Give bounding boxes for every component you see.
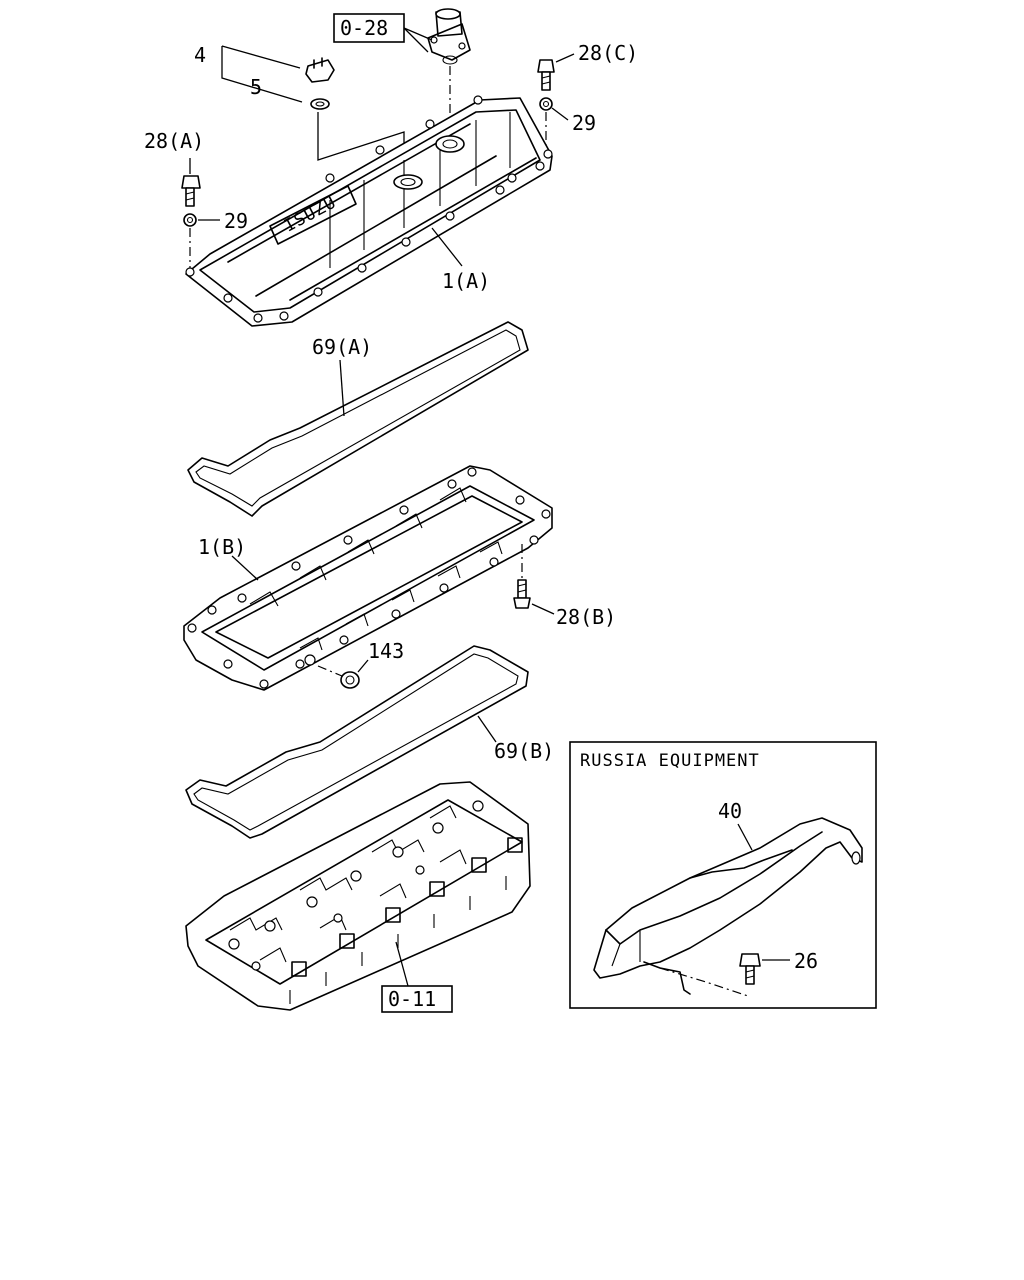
callout-69a: 69(A) <box>312 335 372 359</box>
callout-1a: 1(A) <box>442 269 490 293</box>
callout-5: 5 <box>250 75 262 99</box>
bolt-28a <box>181 175 201 207</box>
ref-box-0-28[interactable]: 0-28 <box>333 13 405 43</box>
callout-29-right: 29 <box>572 111 596 135</box>
ref-box-0-11[interactable]: 0-11 <box>381 985 453 1013</box>
washer-29-right <box>539 97 553 111</box>
inset-russia-equipment: RUSSIA EQUIPMENT 40 26 <box>569 741 877 1009</box>
gasket-69b <box>185 645 529 839</box>
callout-4: 4 <box>194 43 206 67</box>
callout-143: 143 <box>368 639 404 663</box>
callout-69b: 69(B) <box>494 739 554 763</box>
callout-29-left: 29 <box>224 209 248 233</box>
ref-0-28-label: 0-28 <box>340 16 388 40</box>
callout-26: 26 <box>794 949 818 973</box>
callout-40: 40 <box>718 799 742 823</box>
ref-0-11-label: 0-11 <box>388 987 436 1011</box>
callout-28b: 28(B) <box>556 605 616 629</box>
head-cover-upper <box>185 95 553 327</box>
gasket-69a <box>187 321 529 517</box>
heat-shield-40 <box>593 817 863 995</box>
inset-title: RUSSIA EQUIPMENT <box>580 751 760 771</box>
callout-28c: 28(C) <box>578 41 638 65</box>
bolt-26 <box>739 953 761 985</box>
cylinder-head <box>185 781 531 1011</box>
callout-1b: 1(B) <box>198 535 246 559</box>
bolt-28c <box>537 59 555 91</box>
oil-cap <box>305 57 335 83</box>
head-cover-lower <box>183 465 553 691</box>
seal-143 <box>340 671 360 689</box>
bolt-28b <box>513 579 531 609</box>
oil-cap-seal <box>310 98 330 110</box>
callout-28a: 28(A) <box>144 129 204 153</box>
breather-housing <box>427 8 471 65</box>
washer-29-left <box>183 213 197 227</box>
